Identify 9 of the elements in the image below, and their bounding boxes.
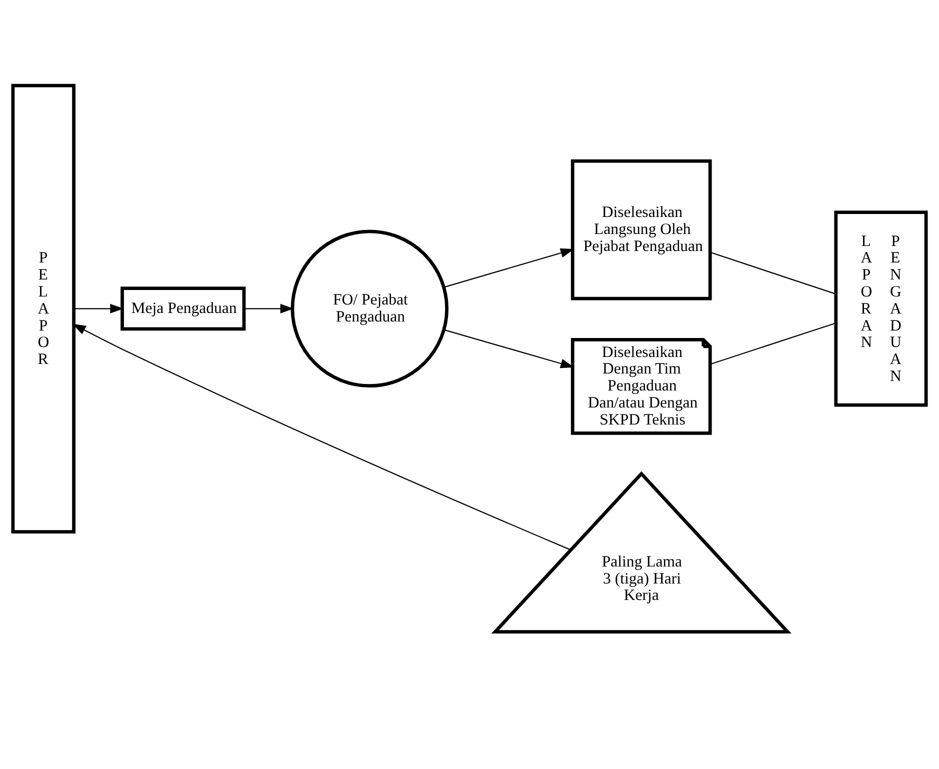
arrow xyxy=(244,303,294,313)
node-box: P E L A P O R xyxy=(11,83,76,533)
arrow xyxy=(74,303,124,313)
connector xyxy=(710,322,836,364)
node-circle: FO/ Pejabat Pengaduan xyxy=(290,229,449,388)
node-box: Meja Pengaduan xyxy=(120,286,246,330)
connector xyxy=(710,251,836,294)
node-box: Diselesaikan Langsung Oleh Pejabat Pengaduan xyxy=(570,158,712,300)
node-box: L A P O R A N P E N G A D U A N xyxy=(834,210,928,406)
